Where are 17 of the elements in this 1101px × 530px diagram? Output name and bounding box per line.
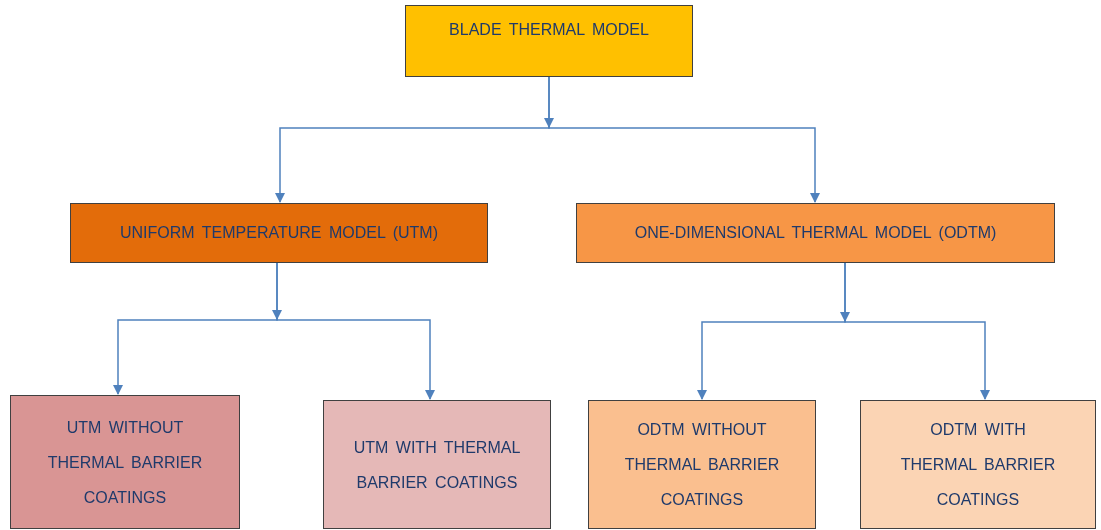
process-box bbox=[405, 5, 693, 77]
box-label: UTM WITHOUT THERMAL BARRIER COATINGS bbox=[46, 417, 204, 508]
connector-arrow bbox=[548, 76, 820, 203]
box-label: ONE-DIMENSIONAL THERMAL MODEL (ODTM) bbox=[634, 223, 997, 243]
process-box bbox=[70, 203, 488, 263]
process-box bbox=[860, 400, 1096, 529]
process-box bbox=[323, 400, 551, 529]
box-label: ODTM WITHOUT THERMAL BARRIER COATINGS bbox=[623, 420, 781, 510]
process-box bbox=[10, 395, 240, 529]
process-box bbox=[588, 400, 816, 529]
connector-arrow bbox=[844, 262, 990, 400]
box-label: ODTM WITH THERMAL BARRIER COATINGS bbox=[899, 420, 1057, 510]
connector-arrow bbox=[276, 262, 435, 400]
process-box bbox=[576, 203, 1055, 263]
box-label: UTM WITH THERMAL BARRIER COATINGS bbox=[352, 437, 522, 493]
box-label: UNIFORM TEMPERATURE MODEL (UTM) bbox=[120, 223, 438, 243]
box-label: BLADE THERMAL MODEL bbox=[449, 20, 649, 40]
